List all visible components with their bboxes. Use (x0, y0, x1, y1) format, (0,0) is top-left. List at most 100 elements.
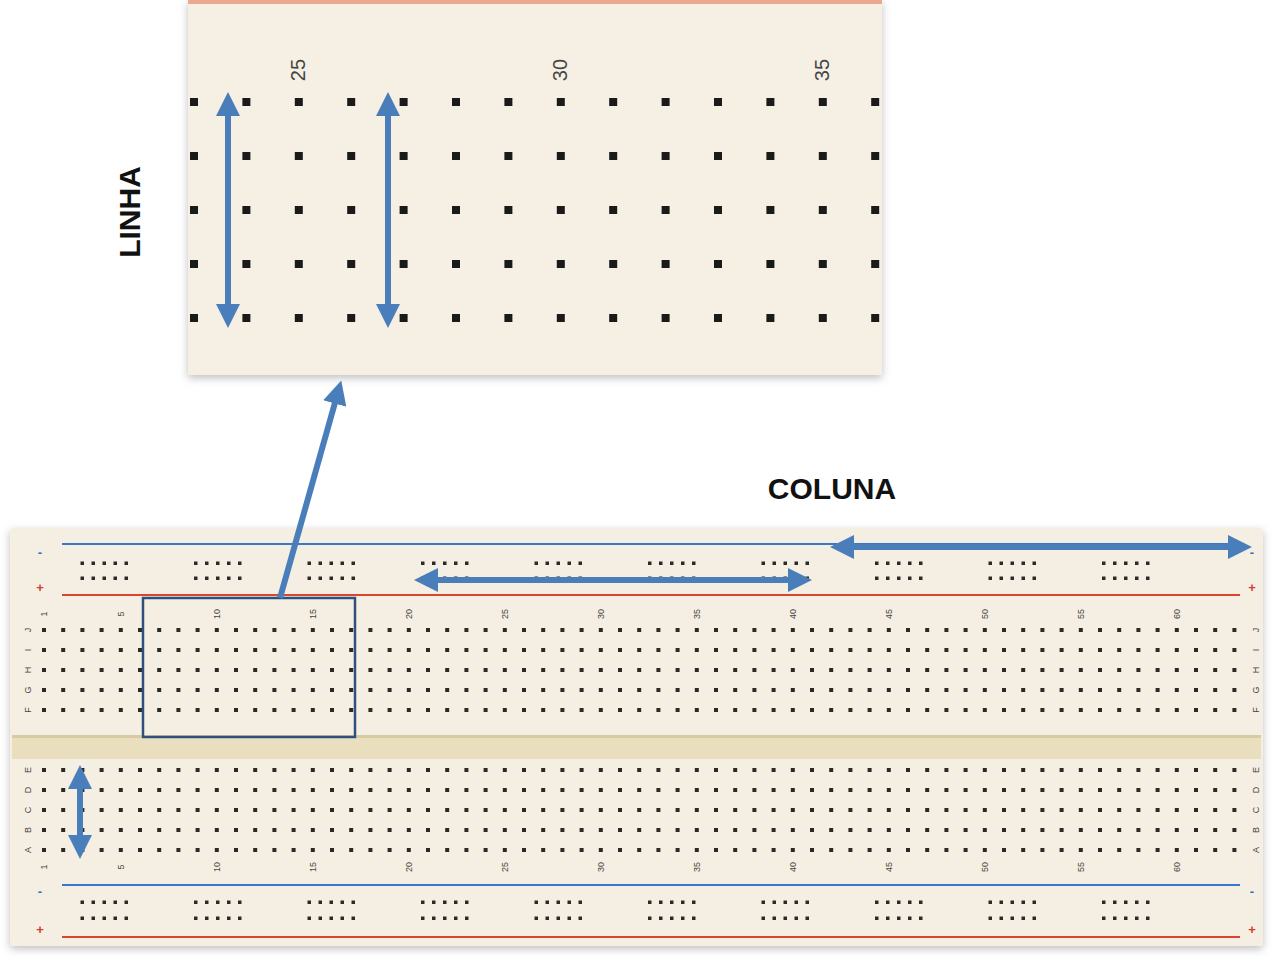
hole (138, 708, 142, 712)
hole (541, 628, 545, 632)
row-letter: F (24, 707, 33, 713)
hole (176, 788, 180, 792)
hole (868, 848, 872, 852)
hole (1060, 668, 1064, 672)
hole (618, 708, 622, 712)
hole (1156, 648, 1160, 652)
hole (452, 314, 460, 322)
hole (205, 917, 209, 921)
hole (125, 901, 129, 905)
hole (42, 788, 46, 792)
hole (656, 708, 660, 712)
hole (421, 577, 425, 581)
hole (1213, 628, 1217, 632)
hole (810, 788, 814, 792)
hole (42, 828, 46, 832)
hole (1136, 628, 1140, 632)
hole (138, 628, 142, 632)
hole (272, 788, 276, 792)
hole (157, 848, 161, 852)
hole (443, 917, 447, 921)
hole (1033, 917, 1037, 921)
hole (445, 828, 449, 832)
hole (875, 917, 879, 921)
hole (1040, 848, 1044, 852)
hole (1002, 848, 1006, 852)
hole (599, 848, 603, 852)
hole (919, 577, 923, 581)
hole (1194, 788, 1198, 792)
hole (1021, 788, 1025, 792)
hole (445, 708, 449, 712)
hole (1117, 628, 1121, 632)
hole (580, 848, 584, 852)
hole (618, 628, 622, 632)
hole (541, 688, 545, 692)
hole (176, 648, 180, 652)
hole (1117, 788, 1121, 792)
hole (1175, 628, 1179, 632)
hole (1102, 917, 1106, 921)
hole (714, 628, 718, 632)
hole (1113, 562, 1117, 566)
hole (234, 648, 238, 652)
hole (388, 688, 392, 692)
hole (352, 562, 356, 566)
hole (454, 562, 458, 566)
hole (215, 808, 219, 812)
hole (61, 668, 65, 672)
hole (609, 98, 617, 106)
hole (887, 768, 891, 772)
hole (560, 628, 564, 632)
hole (1002, 708, 1006, 712)
hole (100, 768, 104, 772)
hole (714, 260, 722, 268)
hole (662, 260, 670, 268)
hole (714, 98, 722, 106)
hole (407, 688, 411, 692)
hole (522, 768, 526, 772)
row-letter: E (24, 767, 33, 773)
hole (695, 828, 699, 832)
row-letter: I (1252, 649, 1261, 652)
breadboard (10, 528, 1263, 946)
hole (42, 688, 46, 692)
hole (311, 708, 315, 712)
hole (676, 808, 680, 812)
hole (1079, 688, 1083, 692)
hole (681, 917, 685, 921)
hole (272, 688, 276, 692)
hole (157, 628, 161, 632)
hole (560, 848, 564, 852)
hole (1098, 788, 1102, 792)
hole (347, 314, 355, 322)
hole (238, 577, 242, 581)
hole (695, 808, 699, 812)
hole (242, 206, 250, 214)
hole (522, 708, 526, 712)
hole (964, 828, 968, 832)
row-letter: J (1252, 628, 1261, 633)
hole (609, 206, 617, 214)
hole (522, 668, 526, 672)
hole (676, 768, 680, 772)
hole (1098, 768, 1102, 772)
hole (465, 562, 469, 566)
hole (61, 688, 65, 692)
hole (541, 828, 545, 832)
hole (886, 901, 890, 905)
hole (503, 688, 507, 692)
hole (784, 901, 788, 905)
hole (1002, 828, 1006, 832)
hole (714, 688, 718, 692)
hole (426, 788, 430, 792)
hole (1021, 648, 1025, 652)
hole (659, 901, 663, 905)
hole (766, 314, 774, 322)
hole (695, 708, 699, 712)
hole (92, 901, 96, 905)
hole (190, 260, 198, 268)
hole (925, 648, 929, 652)
column-number: 45 (884, 609, 893, 619)
hole (925, 828, 929, 832)
